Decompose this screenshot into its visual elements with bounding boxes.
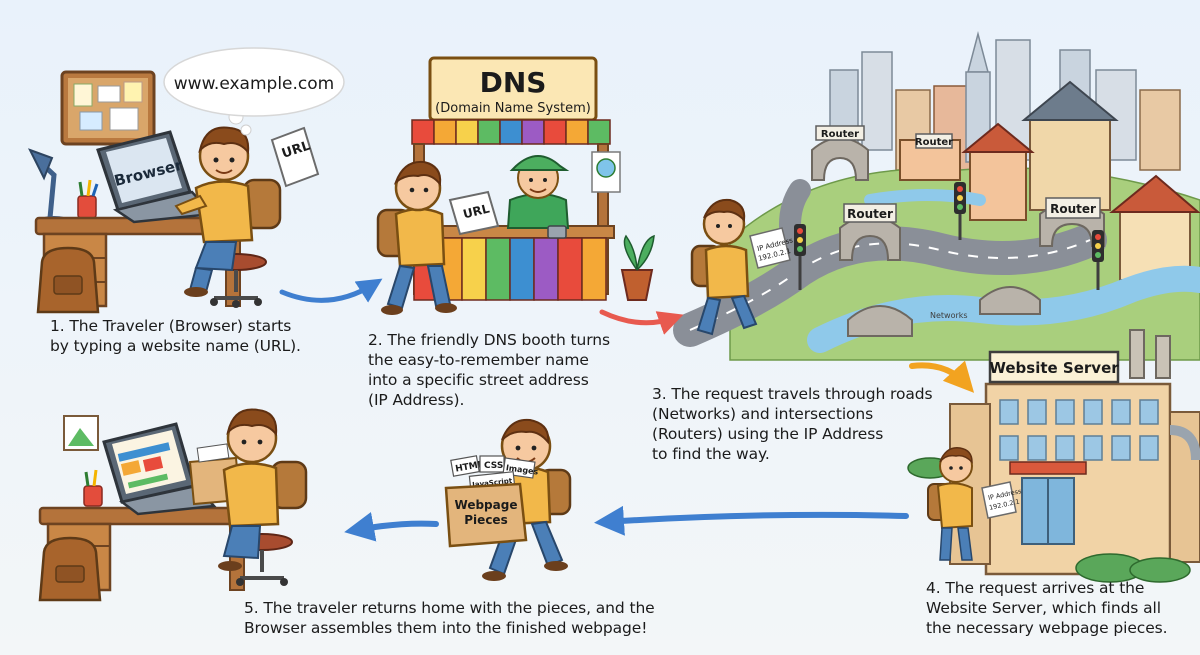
url-paper-2-label: URL <box>462 201 492 221</box>
router-label-2: Router <box>915 137 953 148</box>
thought-bubble-url: www.example.com <box>174 74 334 94</box>
server-entrance <box>1009 461 1087 545</box>
thought-bubble: www.example.com <box>163 47 345 136</box>
scene-dns-booth: DNS (Domain Name System) <box>376 56 655 315</box>
dns-attendant <box>506 155 570 239</box>
server-sign-label: Website Server <box>989 359 1119 377</box>
dns-counter <box>409 225 615 301</box>
step-3-caption: 3. The request travels through roads (Ne… <box>652 385 933 463</box>
router-arch-2: Router <box>915 133 953 149</box>
box-label-line2: Pieces <box>464 513 507 527</box>
router-label-3: Router <box>847 207 893 221</box>
ip-paper-road: IP Address 192.0.2.1 <box>749 227 794 269</box>
laptop-webpage <box>102 422 217 516</box>
arrow-step3-to-step4 <box>909 360 975 393</box>
router-arch-1: Router <box>811 125 869 181</box>
step-2-caption: 2. The friendly DNS booth turns the easy… <box>368 331 610 409</box>
step-5-caption: 5. The traveler returns home with the pi… <box>244 599 655 637</box>
bag-floor <box>36 246 100 314</box>
url-paper: URL <box>270 126 320 188</box>
pencil-cup-icon-2 <box>83 469 103 507</box>
traveler-on-road <box>690 198 758 336</box>
step-4-caption: 4. The request arrives at the Website Se… <box>926 579 1168 637</box>
traveler-at-home <box>218 408 308 571</box>
step-1-caption: 1. The Traveler (Browser) starts by typi… <box>50 317 301 355</box>
bridges: Networks <box>847 286 1041 337</box>
pencil-cup-icon <box>77 179 99 219</box>
ip-paper-server: IP Address 192.0.2.1 <box>981 481 1023 519</box>
road <box>673 179 1107 347</box>
dns-sign-subtitle: (Domain Name System) <box>435 101 591 116</box>
arrow-step5-to-home <box>344 512 439 542</box>
traffic-light-icon <box>794 182 1104 290</box>
scene-browser-desk: Browser URL <box>27 47 345 314</box>
server-windows <box>999 399 1159 461</box>
url-paper-handoff: URL <box>448 190 500 236</box>
router-label-1: Router <box>821 129 859 140</box>
arrow-step1-to-step2 <box>279 278 383 303</box>
arrow-step4-to-step5 <box>594 505 909 536</box>
potted-plant-icon <box>620 234 655 301</box>
networks-label: Networks <box>930 311 968 320</box>
scene-website-server: Website Server <box>907 329 1200 583</box>
traveler-typing <box>174 126 282 297</box>
globe-poster-icon <box>591 151 621 193</box>
scene-home-webpage <box>38 408 308 602</box>
traveler-at-booth <box>376 160 457 315</box>
traveler-at-server <box>927 447 973 561</box>
laptop-browser: Browser <box>96 130 215 224</box>
dns-sign: DNS (Domain Name System) <box>428 56 598 122</box>
router-arch-4: Router <box>1039 197 1105 247</box>
flow-arrows <box>279 278 975 542</box>
scene-city-network: Networks Router Router Router Router <box>673 31 1200 361</box>
arrow-step2-to-step3 <box>599 309 684 335</box>
wall-picture <box>63 415 99 451</box>
server-sign: Website Server <box>988 350 1120 384</box>
router-arch-3: Router <box>839 203 901 261</box>
box-label-line1: Webpage <box>455 498 518 512</box>
box-tag-css: CSS <box>484 461 503 471</box>
bag-floor-2 <box>38 536 102 602</box>
dns-sign-title: DNS <box>480 66 547 99</box>
corkboard <box>60 70 156 146</box>
box-tag-html: HTML <box>455 460 485 475</box>
router-label-4: Router <box>1050 202 1096 216</box>
webpage-pieces-box: HTML CSS Images JavaScript Webpage Piece… <box>444 455 539 548</box>
dns-awning <box>411 119 611 145</box>
scene-return-box: HTML CSS Images JavaScript Webpage Piece… <box>444 418 572 581</box>
